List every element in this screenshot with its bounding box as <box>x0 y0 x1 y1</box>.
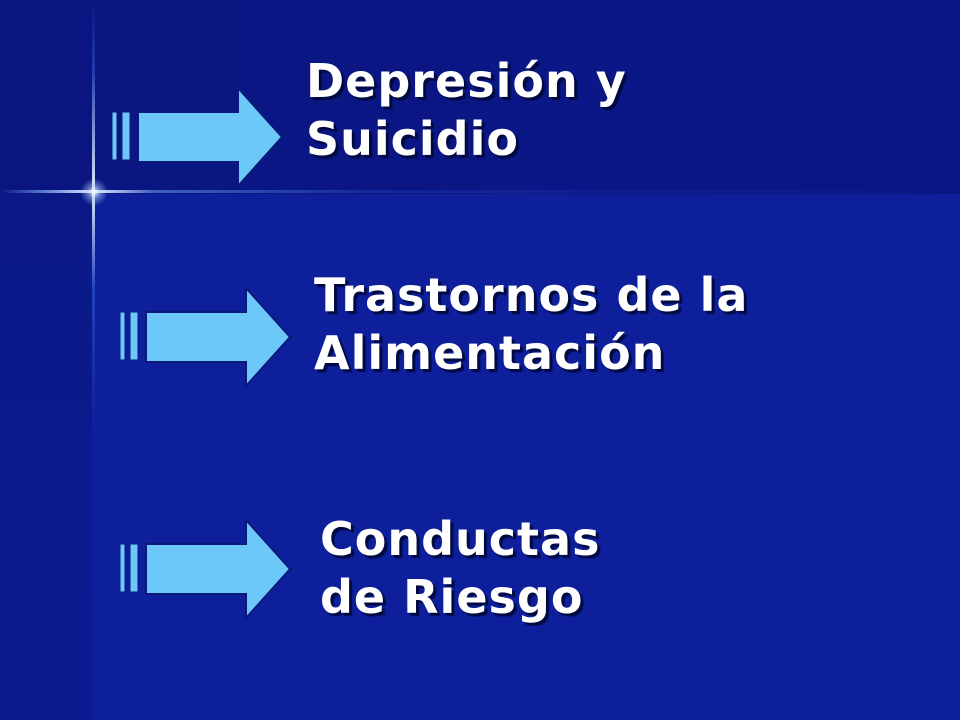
item-text-line-1: Conductas <box>320 512 601 566</box>
item-text: Depresión y Suicidio <box>306 52 627 168</box>
item-text-line-2: Alimentación <box>314 326 666 380</box>
item-text: Conductas de Riesgo <box>320 510 600 626</box>
item-text-line-1: Trastornos de la <box>314 268 749 322</box>
light-flare-horizontal <box>0 190 960 193</box>
item-text: Trastornos de la Alimentación <box>314 266 748 382</box>
item-text-line-1: Depresión y <box>306 54 627 108</box>
arrow-right-icon <box>119 518 292 620</box>
item-text-line-2: de Riesgo <box>320 570 584 624</box>
light-flare-icon <box>80 178 108 206</box>
item-text-line-2: Suicidio <box>306 112 519 166</box>
light-flare-vertical <box>92 0 95 720</box>
arrow-right-icon <box>111 86 284 188</box>
arrow-right-icon <box>119 286 292 388</box>
